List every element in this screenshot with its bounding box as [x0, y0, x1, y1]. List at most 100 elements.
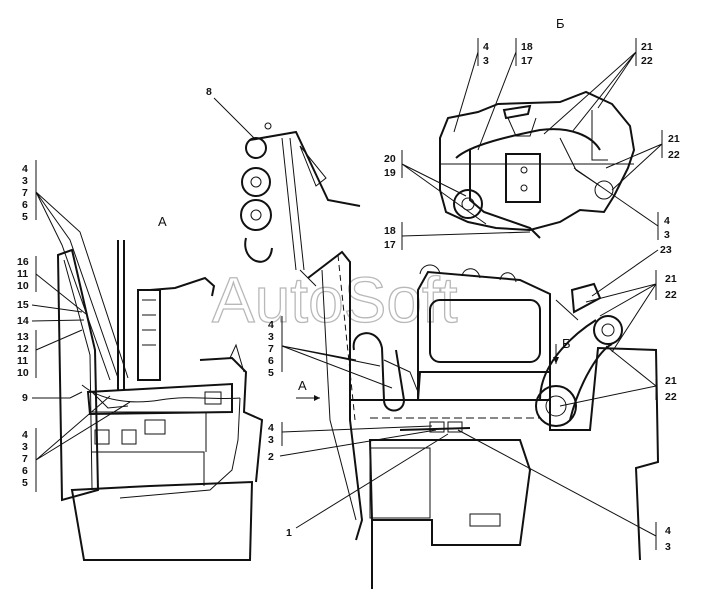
callout-center-left: 4 3 7 6 5 — [268, 316, 393, 389]
callout-label: 4 — [22, 163, 28, 175]
callout-label: 22 — [668, 149, 680, 161]
callout-label: 17 — [521, 55, 533, 67]
view-a-harness-down — [119, 397, 241, 499]
callout-23: 23 — [591, 244, 672, 297]
main-pillar-dash — [337, 254, 356, 421]
main-connector-2 — [447, 421, 463, 433]
main-harness-floor — [399, 427, 471, 431]
callout-label: 6 — [268, 355, 274, 367]
main-pulley-large — [535, 385, 577, 427]
callout-b-left-2019: 20 19 — [384, 150, 487, 225]
callout-right-2122-b: 21 22 — [559, 345, 677, 407]
main-clamp — [570, 282, 602, 314]
view-b-drawing — [439, 90, 636, 239]
callout-label: 1 — [286, 527, 292, 539]
callout-label: 4 — [664, 215, 670, 227]
callout-label: 7 — [268, 343, 274, 355]
callout-label: 9 — [22, 392, 28, 404]
callout-label: 19 — [384, 167, 396, 179]
view-a-label: А — [158, 214, 167, 229]
callout-label: 2 — [268, 451, 274, 463]
callout-label: 4 — [268, 422, 274, 434]
main-frame — [350, 346, 660, 561]
callout-left-mid-b: 13 12 11 10 — [17, 329, 83, 379]
detail-8-hook: 8 — [206, 86, 361, 287]
callout-left-top: 4 3 7 6 5 — [22, 160, 129, 381]
watermark: AutoSoft — [212, 264, 458, 336]
view-a-connector — [204, 391, 222, 405]
callout-label: 14 — [17, 315, 29, 327]
callout-label: 5 — [268, 367, 274, 379]
callout-label: 10 — [17, 280, 29, 292]
view-b-side-panel — [591, 110, 608, 161]
callout-left-mid-a: 16 11 10 — [17, 256, 87, 315]
callout-label: 3 — [664, 229, 670, 241]
view-b-pulley-left — [453, 189, 483, 219]
callout-label: 10 — [17, 367, 29, 379]
view-a-bolt-3 — [144, 419, 166, 435]
callout-label: 4 — [665, 525, 671, 537]
callout-label: 22 — [641, 55, 653, 67]
main-harness-loop — [352, 332, 406, 412]
callout-label: 18 — [384, 225, 396, 237]
callout-b-top-2122: 21 22 — [543, 38, 653, 135]
main-hood-window — [429, 299, 541, 363]
callout-b-right-43: 4 3 — [573, 167, 670, 241]
callout-label: 7 — [22, 453, 28, 465]
main-connector-1 — [429, 421, 445, 433]
callout-label: 23 — [660, 244, 672, 256]
callout-b-top-43: 4 3 — [453, 38, 489, 133]
main-lower-block — [369, 447, 431, 519]
callout-label: 4 — [22, 429, 28, 441]
callout-label: 17 — [384, 239, 396, 251]
callout-right-2122-a: 21 22 — [585, 270, 677, 353]
view-b-block — [505, 153, 541, 203]
main-hood-caps — [419, 264, 517, 283]
callout-label: 3 — [268, 331, 274, 343]
main-pillar — [307, 250, 364, 541]
callout-14: 14 — [17, 315, 85, 327]
callout-label: 22 — [665, 391, 677, 403]
main-machine-drawing — [307, 250, 660, 589]
view-a-column — [137, 289, 161, 381]
callout-label: 21 — [668, 133, 680, 145]
main-lower-body — [368, 439, 532, 546]
callout-15: 15 — [17, 299, 83, 313]
view-a-frame-plate — [86, 382, 233, 416]
callout-center-43: 4 3 — [268, 422, 433, 446]
view-a-harness — [81, 384, 241, 403]
callout-label: 3 — [665, 541, 671, 553]
callout-label: 3 — [22, 175, 28, 187]
view-a-cover-edge — [63, 259, 93, 489]
callout-label: 13 — [17, 331, 29, 343]
main-clamp-rod — [555, 299, 579, 321]
main-belt-2 — [569, 343, 613, 421]
arrow-label: Б — [562, 336, 571, 351]
callout-label: 6 — [22, 465, 28, 477]
view-b-harness-right — [559, 137, 601, 187]
main-belt — [539, 319, 597, 401]
callout-1: 1 — [286, 433, 449, 539]
callout-9: 9 — [22, 391, 83, 404]
callout-label: 22 — [665, 289, 677, 301]
callout-b-right-2122: 21 22 — [605, 130, 680, 191]
view-a-column-ribs — [142, 299, 156, 346]
callout-label: 6 — [22, 199, 28, 211]
callout-label: 21 — [641, 41, 653, 53]
callout-label: 11 — [17, 355, 28, 367]
callout-label: 20 — [384, 153, 396, 165]
main-pillar-inner — [321, 269, 357, 521]
callout-label: 11 — [17, 268, 28, 280]
callout-b-top-1817: 18 17 — [477, 38, 533, 151]
callout-right-bottom-43: 4 3 — [457, 429, 671, 553]
callout-left-bottom: 4 3 7 6 5 — [22, 395, 131, 492]
callout-label: 7 — [22, 187, 28, 199]
arrow-label: А — [298, 378, 307, 393]
view-b-label: Б — [556, 16, 565, 31]
callout-label: 21 — [665, 273, 677, 285]
view-b-bracket — [507, 117, 537, 137]
view-a-cover-panel — [56, 248, 100, 502]
view-b-arrow: Б — [553, 336, 571, 364]
view-a-bolt-2 — [121, 429, 137, 445]
